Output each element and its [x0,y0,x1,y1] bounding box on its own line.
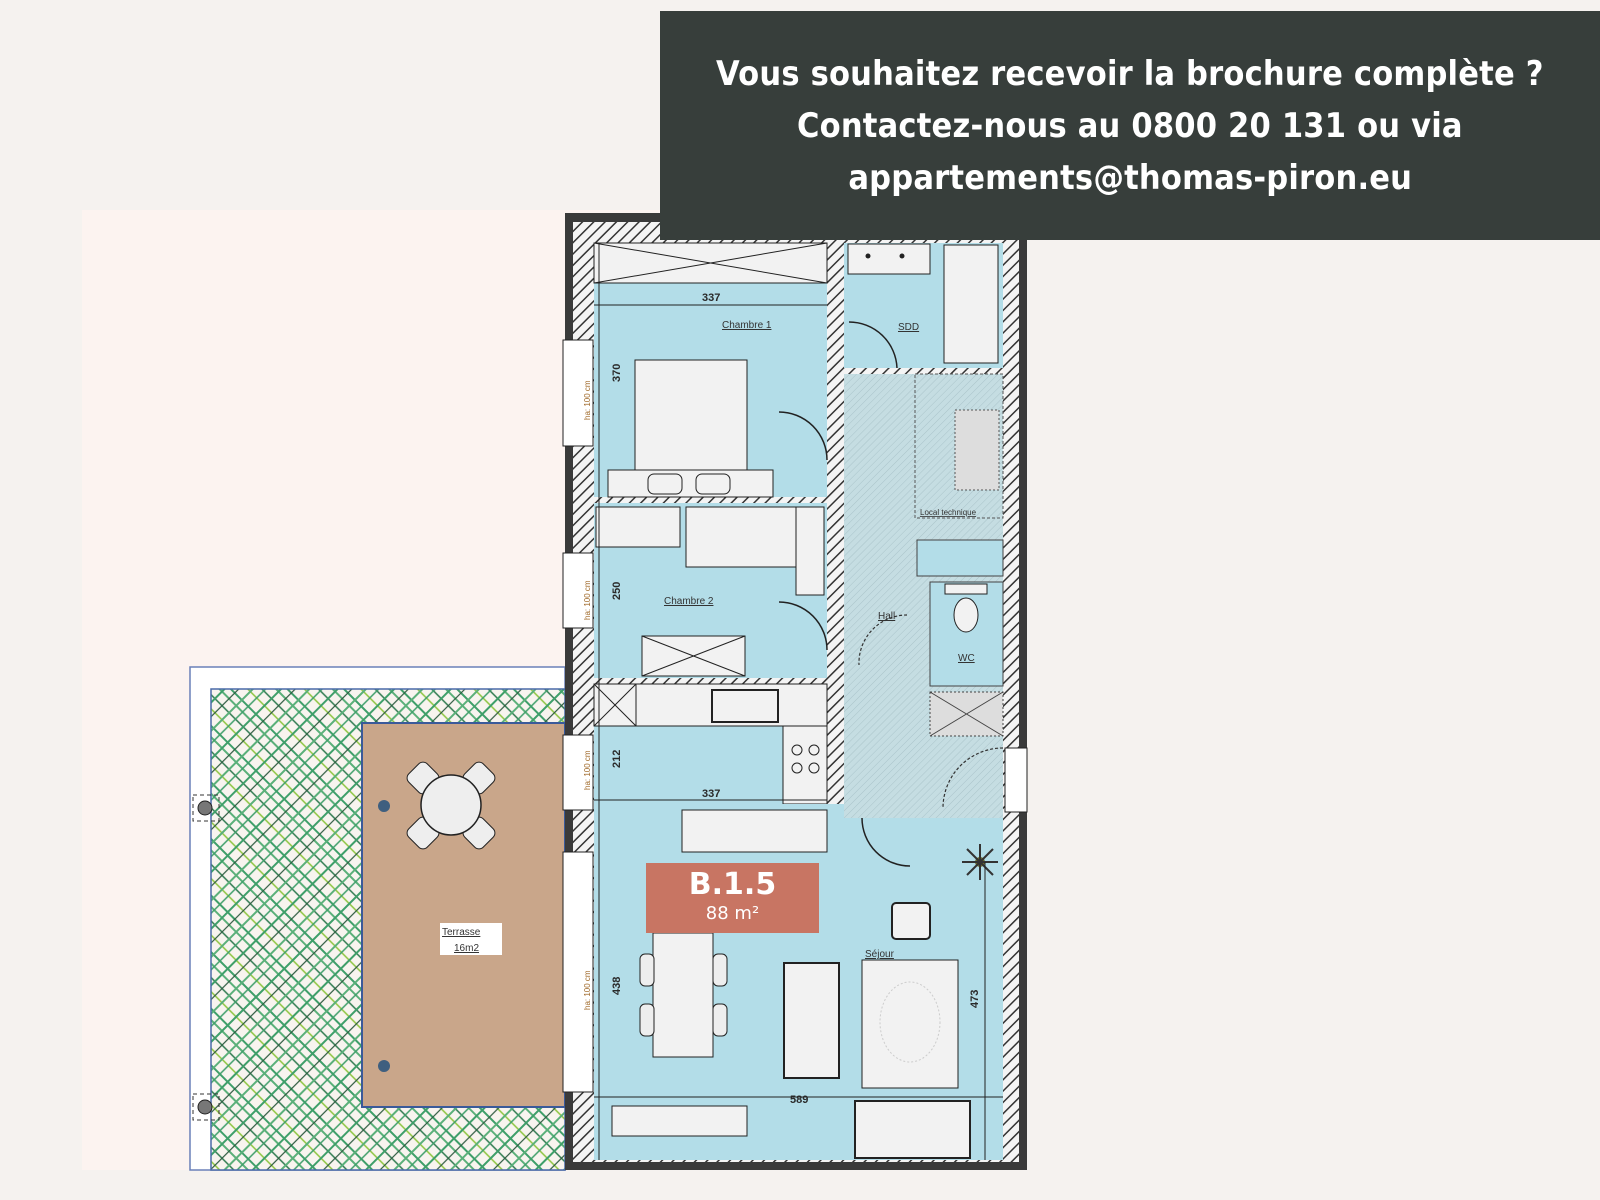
window-label: ha: 100 cm [583,580,592,620]
terrace [189,666,566,1171]
room-label-local-technique: Local technique [920,508,977,517]
banner-line-email: appartements@thomas-piron.eu [848,157,1412,198]
window-label: ha: 100 cm [583,970,592,1010]
contact-banner: Vous souhaitez recevoir la brochure comp… [660,11,1600,240]
dim-kitchen-depth: 212 [611,750,623,768]
room-label-sdd: SDD [898,322,919,333]
column-icon [192,794,220,1121]
dim-sejour-depth-right: 473 [969,990,981,1008]
room-label-terrasse-area: 16m2 [454,943,479,954]
banner-line-phone: Contactez-nous au 0800 20 131 ou via [797,105,1463,146]
unit-badge: B.1.5 88 m² [646,863,819,933]
unit-code: B.1.5 [688,867,777,902]
unit-area: 88 m² [705,903,760,924]
room-label-wc: WC [958,653,975,664]
banner-line-question: Vous souhaitez recevoir la brochure comp… [716,53,1544,94]
room-label-chambre1: Chambre 1 [722,320,772,331]
cooktop-icon [791,744,820,774]
dim-chambre1-width: 337 [702,292,720,304]
rooms [593,242,1004,1160]
dim-sejour-depth-left: 438 [611,977,623,995]
room-label-terrasse: Terrasse [442,927,481,938]
plant-icon [962,844,998,880]
dim-chambre1-depth: 370 [611,364,623,382]
room-label-hall: Hall [878,611,895,622]
room-label-sejour: Séjour [865,949,895,960]
dimension-lines [594,243,1003,1160]
room-label-chambre2: Chambre 2 [664,596,714,607]
dim-kitchen-width: 337 [702,788,720,800]
windows [562,339,1028,1093]
patio-table-icon [406,761,496,850]
window-label: ha: 100 cm [583,750,592,790]
window-label: ha: 100 cm [583,380,592,420]
dim-sejour-width: 589 [790,1094,808,1106]
dim-chambre2-depth: 250 [611,582,623,600]
